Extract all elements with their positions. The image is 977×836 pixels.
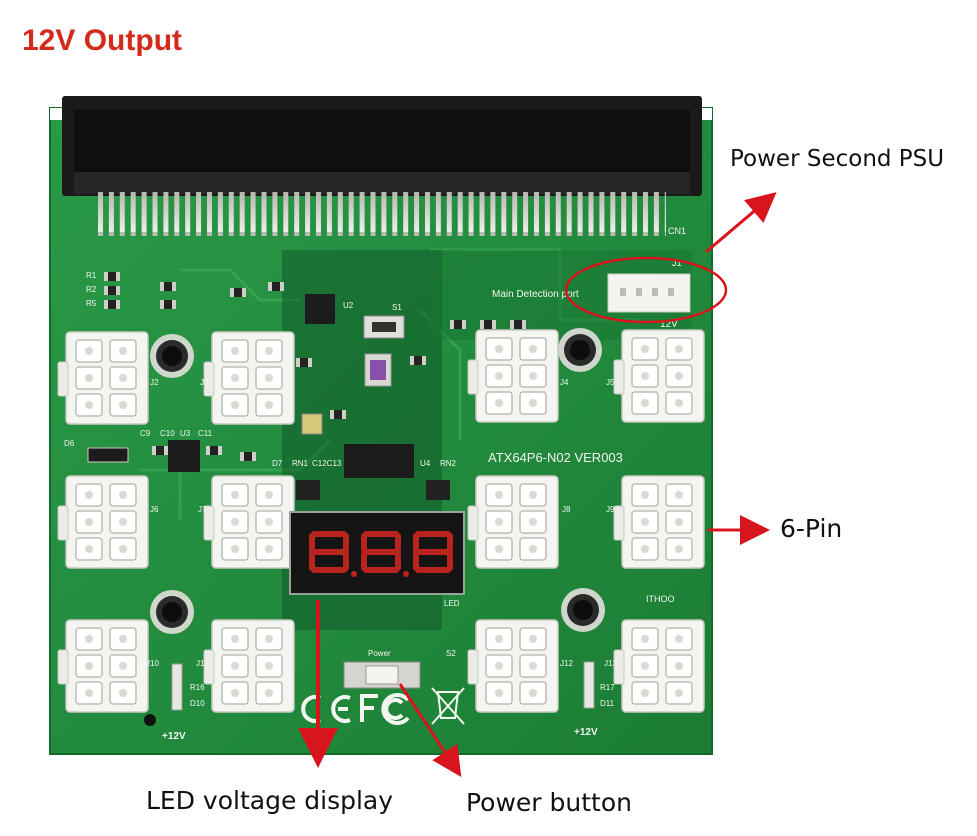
label-c12c13: C12C13 [312, 459, 342, 468]
label-model: ATX64P6-N02 VER003 [488, 450, 623, 465]
callout-power-button: Power button [466, 788, 632, 817]
label-led: LED [444, 599, 460, 608]
label-j11: J11 [196, 659, 209, 668]
label-u2: U2 [343, 301, 354, 310]
callout-power-second-psu: Power Second PSU [730, 146, 945, 172]
connector-j8 [467, 475, 559, 569]
resistor-network-rn2 [426, 480, 450, 500]
label-12v-left: +12V [162, 731, 186, 742]
connector-j10 [57, 619, 149, 713]
label-j1: J1 [672, 258, 682, 268]
label-12v-right: +12V [574, 727, 598, 738]
connector-j3 [203, 331, 295, 425]
connector-j12 [467, 619, 559, 713]
label-u3: U3 [180, 429, 191, 438]
label-r2: R2 [86, 285, 97, 294]
mounting-hole [150, 590, 194, 634]
fc-mark-icon [360, 693, 410, 725]
connector-j4 [467, 329, 559, 423]
led-voltage-display [289, 511, 465, 595]
connector-j11 [203, 619, 295, 713]
label-u4: U4 [420, 459, 431, 468]
mounting-hole [558, 328, 602, 372]
label-d7: D7 [272, 459, 283, 468]
diode-d6 [87, 447, 129, 463]
chip-u3 [168, 440, 200, 472]
label-c10: C10 [160, 429, 175, 438]
label-12v-top: 12V [660, 319, 678, 330]
label-rn2: RN2 [440, 459, 457, 468]
label-c11: C11 [198, 429, 213, 438]
label-r5: R5 [86, 299, 97, 308]
page-title: 12V Output [22, 24, 183, 57]
label-cn1: CN1 [668, 226, 686, 236]
connector-j2 [57, 331, 149, 425]
detection-port-j1 [607, 273, 691, 313]
connector-j9 [613, 475, 705, 569]
label-j12: J12 [560, 659, 573, 668]
label-j6: J6 [150, 505, 159, 514]
connector-j7 [203, 475, 295, 569]
label-s1: S1 [392, 303, 402, 312]
mounting-hole [150, 334, 194, 378]
led-d10 [171, 663, 183, 711]
callout-led-voltage-display: LED voltage display [146, 786, 394, 815]
ce-mark-icon [301, 695, 351, 723]
label-j5: J5 [606, 378, 615, 387]
label-rn1: RN1 [292, 459, 309, 468]
label-j3: J3 [200, 378, 209, 387]
label-d10: D10 [190, 699, 205, 708]
label-r1: R1 [86, 271, 97, 280]
callout-6-pin: 6-Pin [780, 514, 843, 543]
label-d11: D11 [600, 699, 615, 708]
label-r16: R16 [190, 683, 205, 692]
label-c9: C9 [140, 429, 151, 438]
trimmer [301, 413, 323, 435]
arrow-power-second-psu [705, 192, 777, 254]
label-r17: R17 [600, 683, 615, 692]
label-j7: J7 [198, 505, 207, 514]
connector-j5 [613, 329, 705, 423]
label-power: Power [368, 649, 391, 658]
chip-u2 [305, 294, 335, 324]
connector-j6 [57, 475, 149, 569]
label-j2: J2 [150, 378, 159, 387]
via [144, 714, 156, 726]
power-button [343, 661, 421, 689]
label-s2: S2 [446, 649, 456, 658]
label-brand: ITHOO [646, 594, 675, 604]
label-j4: J4 [560, 378, 569, 387]
connector-j13 [613, 619, 705, 713]
label-j9: J9 [606, 505, 615, 514]
mounting-hole [561, 588, 605, 632]
arrow-power-button [398, 683, 462, 778]
chip-u4 [344, 444, 414, 478]
label-detection-port: Main Detection port [492, 289, 579, 300]
label-j13: J13 [604, 659, 617, 668]
label-d6: D6 [64, 439, 75, 448]
led-d11 [583, 661, 595, 709]
label-j8: J8 [562, 505, 571, 514]
weee-mark-icon [431, 687, 465, 725]
detection-port-highlight [564, 256, 728, 324]
label-j10: J10 [146, 659, 159, 668]
resistor-network-rn1 [296, 480, 320, 500]
